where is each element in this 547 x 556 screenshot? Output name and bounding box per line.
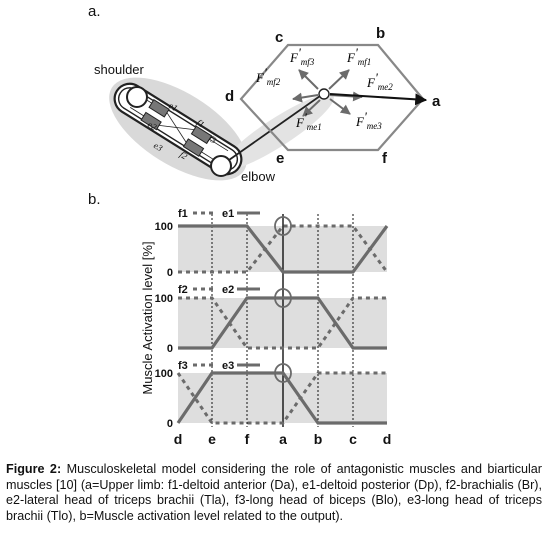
series-line-e1 [178,224,389,274]
x-tick-d-0: d [174,431,183,447]
force-label-mf3: F'mf3 [289,45,315,67]
series-line-f3 [176,371,387,425]
force-arrow-mf3 [298,69,319,90]
vertex-label-a: a [432,93,441,110]
panel-a-label: a. [88,3,101,20]
y-tick-0-panel-1: 0 [167,267,173,279]
legend-label-e1: e1 [222,208,234,220]
series-line-e2 [178,296,387,350]
legend-label-e2: e2 [222,284,234,296]
x-tick-c-5: c [349,431,357,447]
legend-label-f2: f2 [178,284,188,296]
shoulder-label: shoulder [94,62,145,77]
force-label-mf1: F'mf1 [346,45,371,67]
y-tick-100-panel-2: 100 [155,293,173,305]
caption-label: Figure 2: [6,462,62,476]
vertex-label-f: f [382,150,388,167]
force-arrow-me3 [329,98,351,115]
muscle-label-f2: f2 [178,149,190,161]
y-tick-labels: 100 0 100 0 100 0 [155,221,173,430]
y-tick-100-panel-1: 100 [155,221,173,233]
force-label-me3: F'me3 [355,109,382,131]
figure-canvas: a. e1 f1 e2 f2 [88,3,441,447]
series-line-f2 [178,296,387,350]
shoulder-joint [126,86,148,108]
vertex-label-c: c [275,29,283,46]
output-force-hexagon: c b d a e f F'mf3 F'mf1 F'mf2 F'me2 F'me… [225,25,441,167]
vertex-label-d: d [225,88,234,105]
y-axis-label: Muscle Activation level [%] [140,241,155,394]
panel-b-label: b. [88,191,101,208]
vertex-label-b: b [376,25,385,42]
phase-gridlines [211,214,354,427]
y-tick-0-panel-2: 0 [167,343,173,355]
series-line-e3 [176,371,387,425]
phase-markers [274,216,292,383]
wrist-point [318,88,330,100]
elbow-label: elbow [241,169,276,184]
muscle-blocks [129,94,229,164]
force-arrow-mf1 [328,69,350,90]
output-force-arrow [329,93,428,106]
phase-marker-1 [274,216,292,236]
activation-lines [176,224,389,425]
x-tick-f-2: f [245,431,250,447]
legend-label-f3: f3 [178,360,188,372]
caption-text: Musculoskeletal model considering the ro… [6,462,542,524]
y-tick-100-panel-3: 100 [155,368,173,380]
legend-label-f1: f1 [178,208,188,220]
force-label-mf2: F'mf2 [255,65,281,87]
elbow-joint [210,155,232,177]
series-legend: f1 e1 f2 e2 f3 e3 [178,208,260,372]
phase-marker-3 [274,363,292,383]
upper-arm [113,82,243,176]
legend-label-e3: e3 [222,360,234,372]
force-arrow-me1 [302,99,321,117]
x-tick-b-4: b [314,431,323,447]
muscle-label-f1: f1 [195,117,206,129]
force-arrow-mf2 [292,92,319,103]
y-tick-0-panel-3: 0 [167,418,173,430]
muscle-label-f3: f3 [207,133,219,145]
force-label-me1: F'me1 [295,110,322,132]
series-line-f1 [178,224,389,274]
x-tick-d-6: d [383,431,392,447]
phase-marker-2 [274,288,292,308]
force-label-me2: F'me2 [366,70,393,92]
x-tick-a-3: a [279,431,287,447]
vertex-label-e: e [276,150,284,167]
upper-limb-model: e1 f1 e2 f2 e3 f3 shoulder elbow [94,62,334,184]
x-tick-e-1: e [208,431,216,447]
figure-caption: Figure 2: Musculoskeletal model consider… [6,462,542,525]
